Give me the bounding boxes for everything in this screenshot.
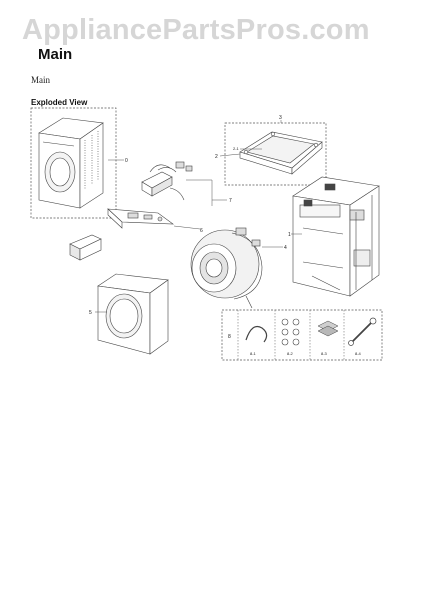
callout-8-3: 8-3 — [321, 351, 328, 356]
assembled-washer-group: 0 — [30, 107, 128, 219]
tub-assembly-group — [190, 227, 263, 309]
callout-2-1: 2-1 — [233, 146, 240, 151]
callout-7: 7 — [229, 198, 232, 204]
callout-8-4: 8-4 — [355, 351, 362, 356]
page-title: Main — [38, 46, 73, 63]
dispenser-assembly-group — [141, 161, 193, 201]
cabinet-frame-group — [292, 176, 380, 297]
watermark: AppliancePartsPros.com — [22, 14, 370, 46]
callout-1: 1 — [288, 232, 291, 238]
callout-8: 8 — [228, 334, 231, 340]
callout-6: 6 — [200, 228, 203, 234]
front-panel-group — [97, 273, 169, 355]
callout-8-2: 8-2 — [287, 351, 294, 356]
callout-5: 5 — [89, 310, 92, 316]
section-heading: Exploded View — [31, 98, 88, 107]
callout-8-1: 8-1 — [250, 351, 257, 356]
callout-2: 2 — [215, 154, 218, 160]
callout-4: 4 — [284, 245, 287, 251]
control-panel-group — [107, 208, 174, 229]
page-subtitle: Main — [31, 75, 50, 85]
top-plate-group: 3 2 2-1 — [215, 115, 327, 186]
callout-0: 0 — [125, 158, 128, 164]
accessory-kit-group: 8 8-1 8-2 8-3 8-4 — [221, 309, 383, 361]
detergent-drawer-group — [69, 234, 102, 261]
callout-3: 3 — [279, 115, 282, 121]
